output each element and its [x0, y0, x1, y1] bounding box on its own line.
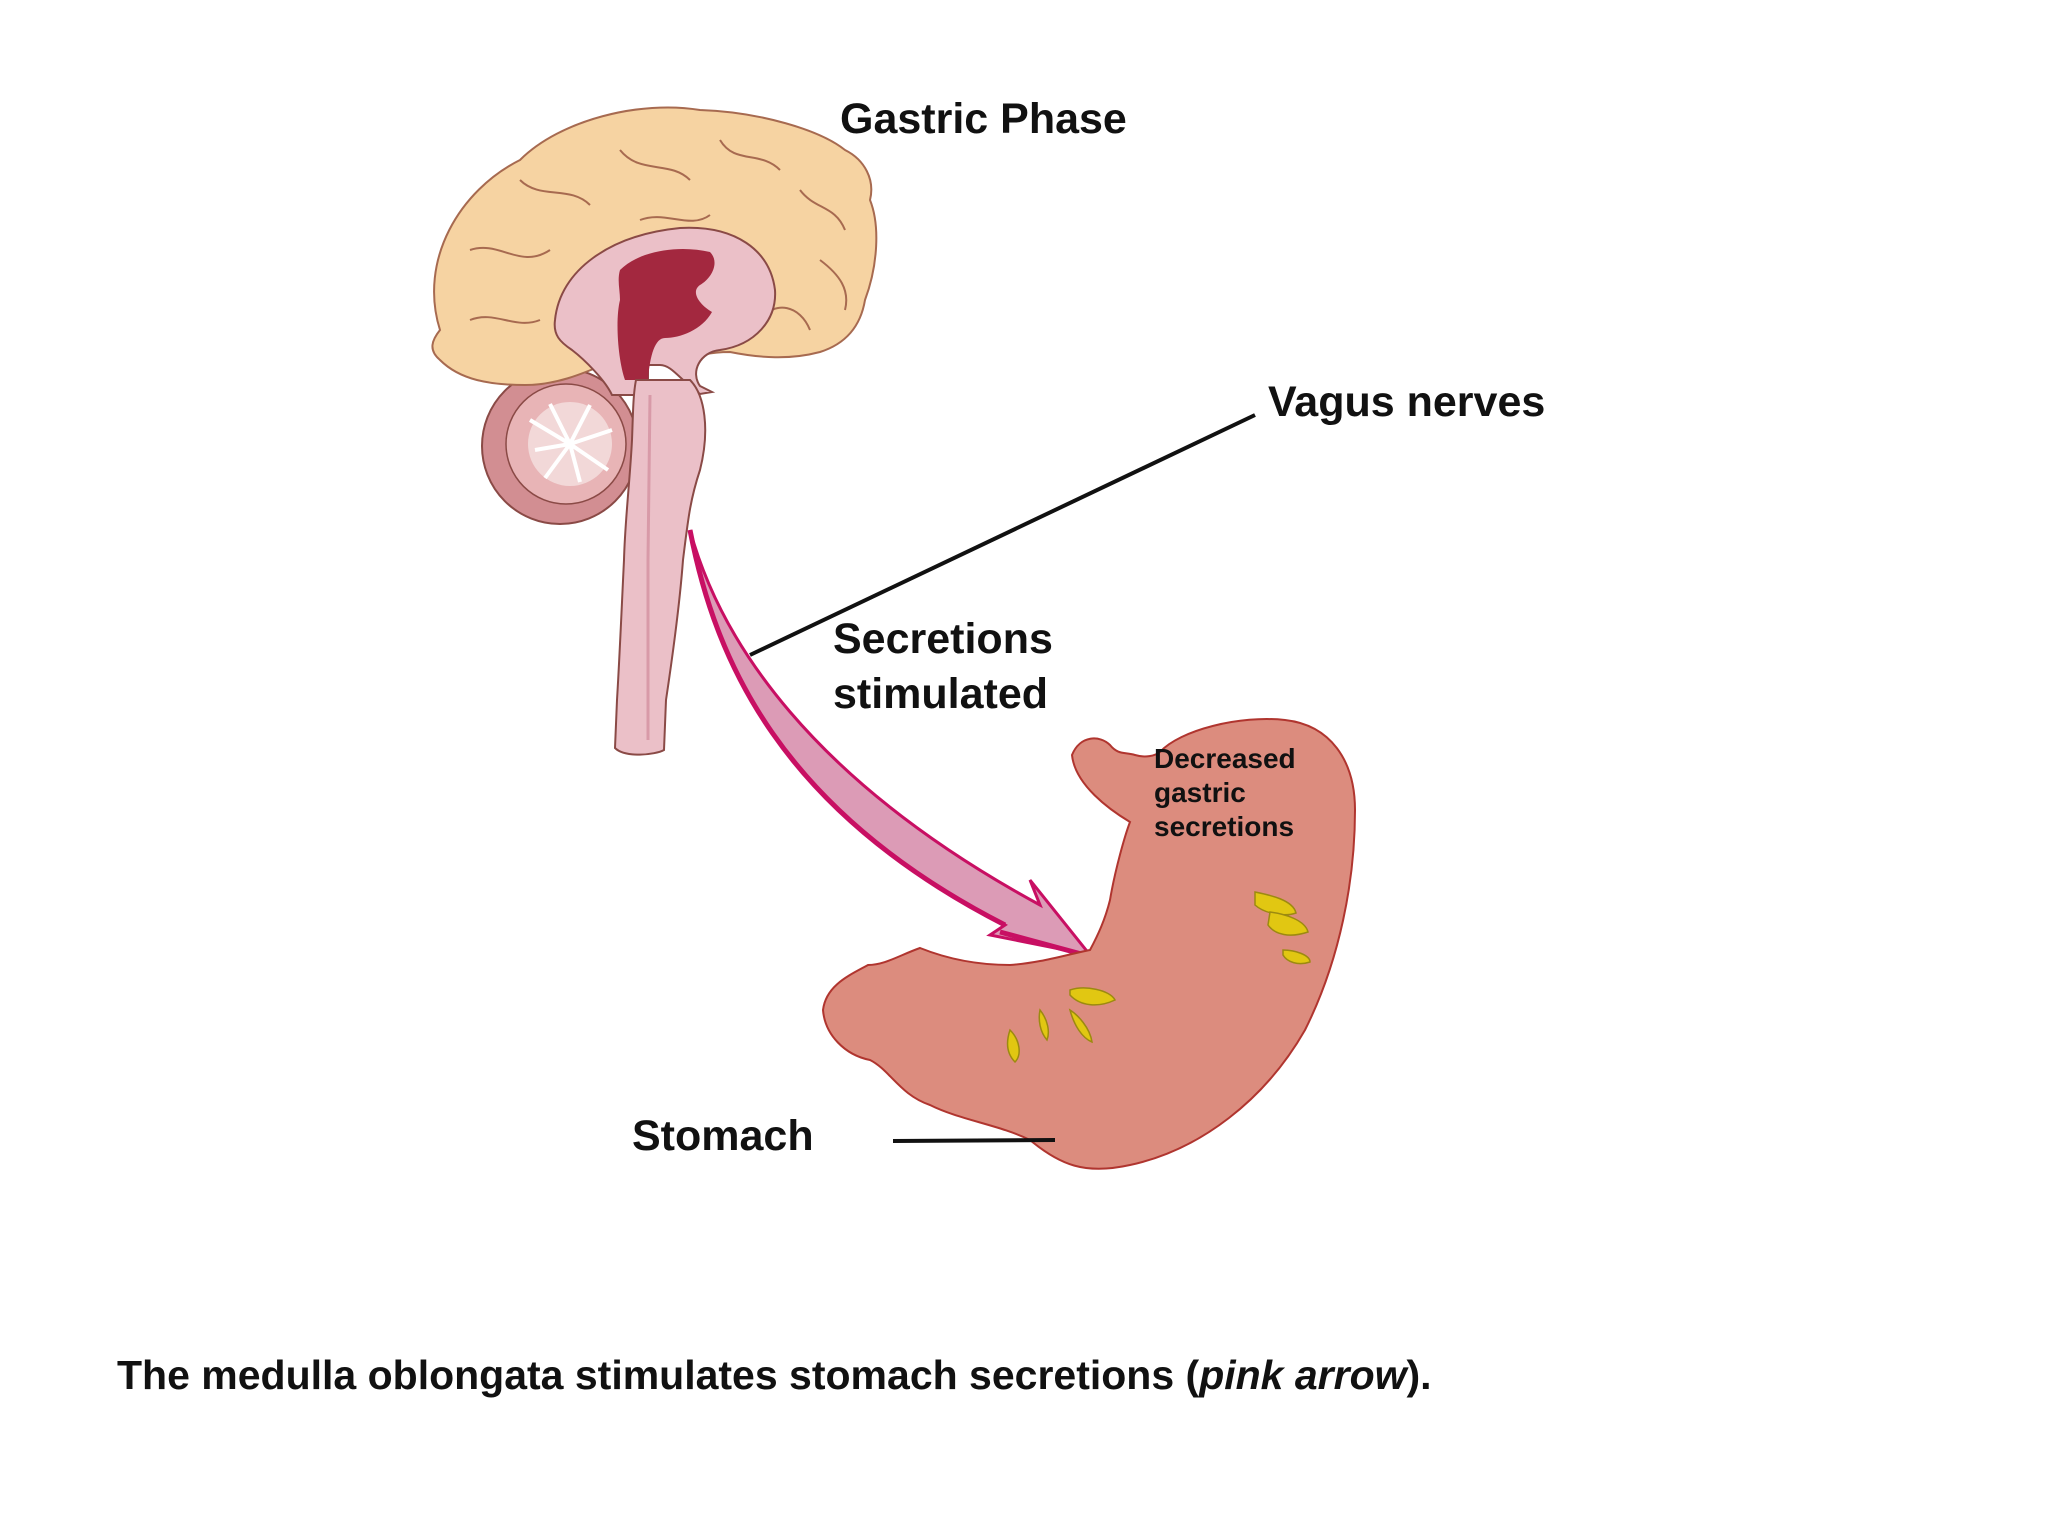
secretions-line-1: Secretions: [833, 615, 1053, 663]
vagus-leader-line: [749, 413, 1256, 657]
secretions-stimulated-label: Secretions stimulated: [833, 612, 1053, 722]
pink-arrow: [687, 529, 1094, 958]
decreased-secretions-label: Decreased gastric secretions: [1154, 742, 1296, 844]
cerebellum: [481, 367, 639, 525]
decreased-line-3: secretions: [1154, 811, 1295, 842]
brainstem: [613, 379, 707, 756]
decreased-line-2: gastric: [1154, 777, 1246, 808]
caption-emphasis: pink arrow: [1199, 1352, 1407, 1398]
stomach-label: Stomach: [632, 1112, 814, 1160]
secretions-line-2: stimulated: [833, 670, 1049, 718]
gastric-glands: [1006, 891, 1311, 1064]
stomach-leader-line: [892, 1138, 1056, 1143]
decreased-line-1: Decreased: [1154, 743, 1296, 774]
caption-text: The medulla oblongata stimulates stomach…: [117, 1352, 1200, 1398]
stomach-organ: [821, 718, 1357, 1170]
diagram-title: Gastric Phase: [840, 95, 1127, 143]
caption-end: ).: [1406, 1352, 1432, 1398]
caption: The medulla oblongata stimulates stomach…: [117, 1352, 1432, 1399]
vagus-nerves-label: Vagus nerves: [1268, 378, 1546, 426]
ventricle: [553, 226, 777, 396]
